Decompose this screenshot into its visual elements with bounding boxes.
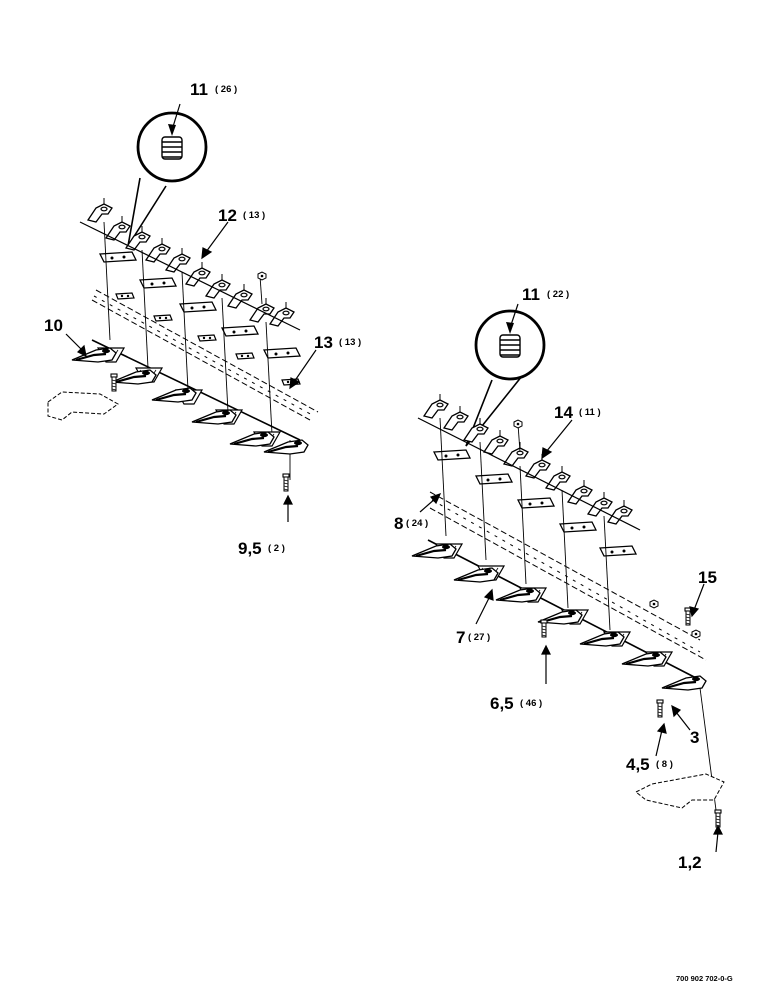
label-15: 15 [698, 568, 717, 587]
svg-text:12: 12 [218, 206, 237, 225]
svg-text:( 24 ): ( 24 ) [406, 518, 428, 529]
hold-down-clips-right [417, 393, 641, 531]
upper-left-assembly [47, 103, 319, 522]
svg-text:8: 8 [394, 514, 403, 533]
label-9-5: 9,5 ( 2 ) [238, 539, 285, 558]
svg-text:9,5: 9,5 [238, 539, 262, 558]
leaders-right [419, 419, 723, 853]
label-7: 7 ( 27 ) [456, 628, 490, 647]
svg-text:( 13 ): ( 13 ) [339, 337, 361, 348]
svg-text:4,5: 4,5 [626, 755, 650, 774]
svg-text:( 13 ): ( 13 ) [243, 210, 265, 221]
svg-text:7: 7 [456, 628, 465, 647]
label-1-2: 1,2 [678, 853, 702, 872]
svg-text:6,5: 6,5 [490, 694, 514, 713]
label-13: 13 ( 13 ) [314, 333, 361, 352]
end-bracket-left [47, 271, 290, 492]
guards-right [410, 542, 708, 692]
label-8: 8 ( 24 ) [394, 514, 428, 533]
svg-text:11: 11 [190, 80, 208, 99]
svg-text:15: 15 [698, 568, 717, 587]
label-12: 12 ( 13 ) [218, 206, 265, 225]
label-10: 10 [44, 316, 63, 335]
svg-text:( 11 ): ( 11 ) [579, 407, 601, 418]
svg-text:1,2: 1,2 [678, 853, 702, 872]
svg-text:14: 14 [554, 403, 573, 422]
end-bracket-right [513, 419, 725, 828]
svg-text:( 2 ): ( 2 ) [268, 543, 285, 554]
lower-right-assembly [410, 303, 725, 853]
zoom-callout-icon [127, 103, 208, 247]
svg-text:( 27 ): ( 27 ) [468, 632, 490, 643]
svg-text:( 26 ): ( 26 ) [215, 84, 237, 95]
label-11-lower: 11 ( 22 ) [522, 285, 569, 304]
label-11-upper: 11 ( 26 ) [190, 80, 237, 99]
hold-down-clips-left [79, 197, 301, 331]
svg-text:10: 10 [44, 316, 63, 335]
svg-text:( 46 ): ( 46 ) [520, 698, 542, 709]
label-4-5: 4,5 ( 8 ) [626, 755, 673, 774]
label-14: 14 ( 11 ) [554, 403, 601, 422]
callout-labels: 11 ( 26 ) 12 ( 13 ) 10 13 ( 13 ) 9,5 ( 2… [44, 80, 733, 983]
svg-text:( 8 ): ( 8 ) [656, 759, 673, 770]
svg-text:( 22 ): ( 22 ) [547, 289, 569, 300]
svg-text:13: 13 [314, 333, 333, 352]
leaders-left [65, 221, 317, 522]
part-number: 700 902 702-0-G [676, 974, 733, 983]
knife-back-bar [93, 295, 315, 417]
svg-text:3: 3 [690, 728, 699, 747]
label-3: 3 [690, 728, 699, 747]
label-6-5: 6,5 ( 46 ) [490, 694, 542, 713]
svg-text:11: 11 [522, 285, 540, 304]
assembly-lines-left [103, 221, 291, 480]
